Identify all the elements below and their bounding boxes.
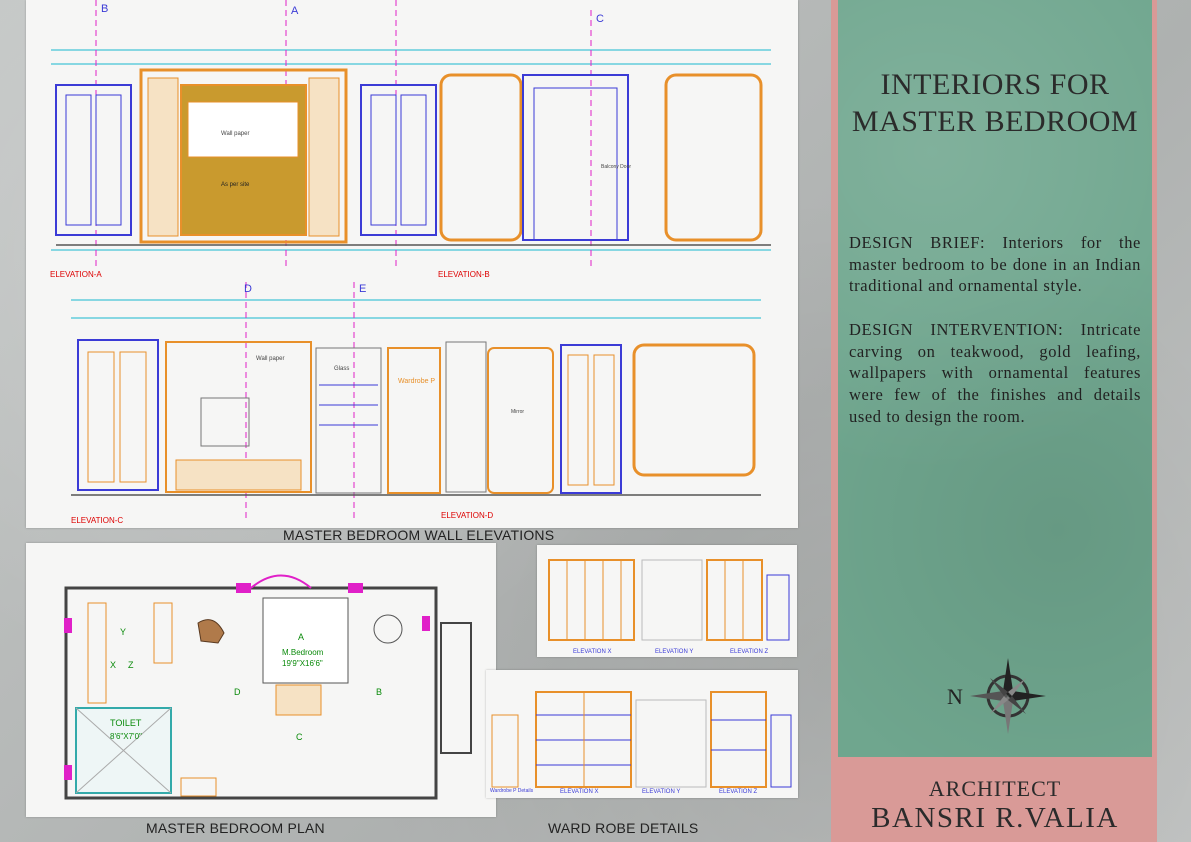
plan-mark-x: X: [110, 660, 116, 670]
design-brief: DESIGN BRIEF: Interiors for the master b…: [849, 233, 1141, 296]
as-per-site-note: As per site: [221, 182, 250, 188]
wr-bottom-label-z: ELEVATION Z: [719, 789, 757, 795]
wr-bottom-label-x: ELEVATION X: [560, 789, 598, 795]
north-label: N: [947, 684, 963, 709]
elevations-caption: MASTER BEDROOM WALL ELEVATIONS: [283, 527, 555, 543]
room-size: 19'9"X16'6": [282, 659, 323, 668]
wardrobe-caption: WARD ROBE DETAILS: [548, 820, 699, 836]
room-label: M.Bedroom: [282, 648, 324, 657]
sheet-title: INTERIORS FOR MASTER BEDROOM: [838, 66, 1152, 140]
plan-mark-d: D: [234, 687, 241, 697]
plan-caption: MASTER BEDROOM PLAN: [146, 820, 325, 836]
glass-note: Glass: [334, 366, 349, 372]
design-notes: DESIGN BRIEF: Interiors for the master b…: [849, 232, 1141, 449]
wall-elevations-drawing: ELEVATION-A ELEVATION-B B A C Wall paper…: [26, 0, 798, 528]
plan-mark-c: C: [296, 732, 303, 742]
wr-top-label-x: ELEVATION X: [573, 649, 611, 655]
sheet-title-line-2: MASTER BEDROOM: [851, 105, 1139, 138]
section-mark-e: E: [359, 283, 366, 295]
wallpaper-note: Wall paper: [221, 131, 249, 137]
plan-mark-b: B: [376, 687, 382, 697]
wr-bottom-label-y: ELEVATION Y: [642, 789, 680, 795]
plan-mark-y: Y: [120, 627, 126, 637]
elevation-b-label: ELEVATION-B: [438, 270, 490, 279]
toilet-size: 8'6"X7'0": [110, 732, 142, 741]
wardrobe-note: Wardrobe P: [398, 378, 435, 385]
description-panel: [838, 0, 1152, 757]
plan-mark-a: A: [298, 632, 304, 642]
bedroom-plan-drawing: M.Bedroom 19'9"X16'6" TOILET 8'6"X7'0" A…: [26, 543, 496, 817]
section-mark-c: C: [596, 13, 604, 25]
elevation-d-label: ELEVATION-D: [441, 511, 493, 520]
toilet-label: TOILET: [110, 718, 142, 728]
wallpaper-note-2: Wall paper: [256, 356, 284, 362]
architect-label: ARCHITECT: [928, 776, 1062, 801]
elevation-c-label: ELEVATION-C: [71, 516, 123, 525]
wardrobe-p-details-label: Wardrobe P Details: [490, 788, 534, 794]
section-mark-a: A: [291, 5, 299, 17]
section-mark-d: D: [244, 283, 252, 295]
sheet-title-line-1: INTERIORS FOR: [880, 68, 1110, 101]
design-intervention: DESIGN INTERVENTION: Intricate carving o…: [849, 319, 1141, 426]
wr-top-label-z: ELEVATION Z: [730, 649, 768, 655]
mirror-note: Mirror: [511, 409, 524, 415]
balcony-door-note: Balcony Door: [601, 164, 631, 170]
elevation-a-label: ELEVATION-A: [50, 270, 102, 279]
north-arrow-compass-icon: [970, 658, 1046, 734]
plan-mark-z: Z: [128, 660, 134, 670]
wr-top-label-y: ELEVATION Y: [655, 649, 693, 655]
wardrobe-elevations-top: ELEVATION X ELEVATION Y ELEVATION Z: [537, 545, 797, 657]
architect-name: BANSRI R.VALIA: [871, 802, 1119, 834]
wardrobe-elevations-bottom: Wardrobe P Details ELEVATION X ELEVATION…: [486, 670, 798, 798]
section-mark-b: B: [101, 3, 108, 15]
